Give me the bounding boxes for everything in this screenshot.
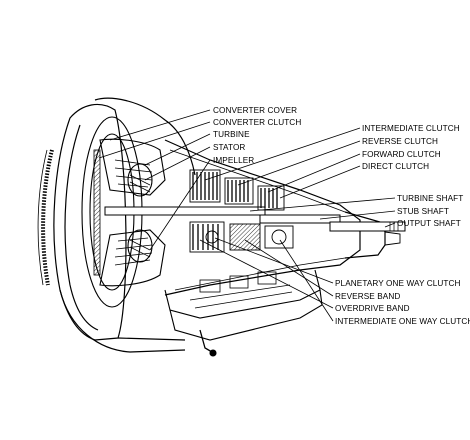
leader-stator: [144, 146, 211, 181]
label-stub-shaft: STUB SHAFT: [397, 207, 449, 216]
label-stator: STATOR: [213, 143, 245, 152]
leader-intermediate-clutch: [204, 127, 361, 181]
leader-turbine: [144, 133, 211, 166]
leader-forward-clutch: [267, 153, 361, 193]
leader-stub-shaft: [319, 210, 396, 220]
leader-output-shaft: [384, 222, 396, 228]
label-converter-clutch: CONVERTER CLUTCH: [213, 118, 301, 127]
leader-planetary-one-way-clutch: [214, 237, 334, 284]
label-converter-cover: CONVERTER COVER: [213, 106, 297, 115]
label-planetary-one-way-clutch: PLANETARY ONE WAY CLUTCH: [335, 279, 461, 288]
label-impeller: IMPELLER: [213, 156, 254, 165]
leader-direct-clutch: [279, 165, 361, 199]
label-forward-clutch: FORWARD CLUTCH: [362, 150, 441, 159]
clutch-packs: [189, 169, 294, 253]
label-turbine: TURBINE: [213, 130, 250, 139]
label-reverse-band: REVERSE BAND: [335, 292, 400, 301]
label-direct-clutch: DIRECT CLUTCH: [362, 162, 429, 171]
label-reverse-clutch: REVERSE CLUTCH: [362, 137, 438, 146]
leader-reverse-clutch: [237, 140, 361, 186]
oil-pan-and-valve-body: [164, 269, 323, 357]
leader-intermediate-one-way-clutch: [279, 239, 334, 322]
component-labels: CONVERTER COVER CONVERTER CLUTCH TURBINE…: [213, 106, 470, 326]
leader-converter-cover: [109, 109, 211, 141]
bell-housing: [53, 97, 196, 353]
flywheel-ring-gear: [37, 149, 54, 286]
leader-turbine-shaft: [249, 197, 396, 212]
label-intermediate-clutch: INTERMEDIATE CLUTCH: [362, 124, 460, 133]
stub-shaft-drawing: [259, 214, 341, 224]
transmission-case: [164, 139, 401, 296]
leader-lines: [98, 109, 396, 322]
shafts: [104, 206, 406, 232]
torque-converter: [81, 116, 166, 308]
label-overdrive-band: OVERDRIVE BAND: [335, 304, 410, 313]
label-turbine-shaft: TURBINE SHAFT: [397, 194, 463, 203]
label-output-shaft: OUTPUT SHAFT: [397, 219, 461, 228]
turbine-shaft-drawing: [104, 206, 266, 216]
leader-reverse-band: [244, 239, 334, 297]
leader-overdrive-band: [199, 239, 334, 309]
label-intermediate-one-way-clutch: INTERMEDIATE ONE WAY CLUTCH: [335, 317, 470, 326]
leader-converter-clutch: [98, 121, 211, 159]
leader-impeller: [149, 159, 211, 251]
output-shaft-drawing: [329, 221, 406, 232]
